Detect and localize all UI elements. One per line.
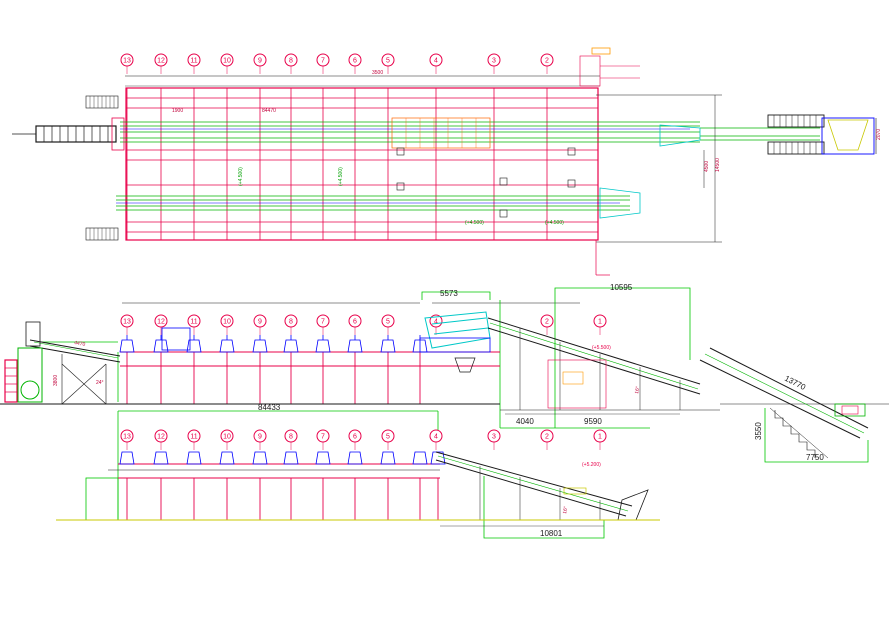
plan-axis-row: 13 12 11 10 9 8 7 6 5 4 3 2: [120, 53, 554, 74]
axis-label: 11: [190, 58, 197, 65]
plan-elev-c: (+4.500): [465, 220, 484, 226]
axis-label: 2: [545, 319, 549, 326]
axis-label: 11: [190, 319, 197, 326]
plan-dim-overall: 84470: [262, 108, 276, 114]
elevation-2-axis-row: 13 12 11 10 9 8 7 6 5 4 3 2 1: [120, 429, 607, 450]
axis-label: 5: [386, 58, 390, 65]
axis-label: 1: [598, 434, 602, 441]
elev2-dim-bottom: 10801: [540, 529, 563, 538]
axis-label: 5: [386, 434, 390, 441]
axis-label: 9: [258, 434, 262, 441]
axis-label: 13: [123, 58, 131, 65]
elev1-dim-b: 9590: [584, 417, 602, 426]
elev2-dim-overall: 84433: [258, 403, 281, 412]
axis-label: 3: [492, 58, 496, 65]
axis-label: 6: [353, 434, 357, 441]
axis-label: 8: [289, 319, 293, 326]
elev1-dim-top-left: 5573: [440, 289, 458, 298]
elev2-angle: 16°: [562, 506, 569, 514]
plan-elev-d: (+4.500): [545, 220, 564, 226]
axis-label: 7: [321, 434, 325, 441]
elev1-dim-incline: 4470: [74, 340, 86, 348]
elev1-dim-vertical-right: 3550: [754, 422, 763, 440]
elev1-dim-bottom-right: 7750: [806, 453, 824, 462]
axis-label: 12: [157, 58, 165, 65]
axis-label: 7: [321, 58, 325, 65]
plan-elev-a: (+4.500): [238, 167, 244, 186]
axis-label: 10: [223, 58, 231, 65]
plan-dim-vertical-inner: 4500: [704, 161, 710, 172]
axis-label: 9: [258, 319, 262, 326]
plan-dim-top: 3500: [372, 70, 383, 76]
axis-label: 4: [434, 319, 438, 326]
elev1-dim-conveyor: 13770: [783, 374, 807, 392]
elevation-2: 84433 10801 13 12 11 10 9 8 7 6 5 4 3 2 1 16° (+5.20…: [56, 403, 660, 539]
axis-label: 12: [157, 434, 165, 441]
axis-label: 13: [123, 434, 131, 441]
axis-label: 4: [434, 434, 438, 441]
axis-label: 5: [386, 319, 390, 326]
axis-label: 2: [545, 58, 549, 65]
axis-label: 10: [223, 434, 231, 441]
elev1-dim-height: 3800: [53, 375, 59, 386]
elev1-elev-mark: (+5.500): [592, 345, 611, 351]
axis-label: 13: [123, 319, 131, 326]
axis-label: 9: [258, 58, 262, 65]
plan-dim-vertical: 14500: [715, 158, 721, 172]
elev1-dim-top-right: 10595: [610, 283, 633, 292]
axis-label: 8: [289, 58, 293, 65]
elev1-angle-left: 24°: [96, 380, 104, 386]
axis-label: 6: [353, 319, 357, 326]
plan-view: 13 12 11 10 9 8 7 6 5 4 3 2 3500: [12, 47, 882, 276]
axis-label: 1: [598, 319, 602, 326]
axis-label: 6: [353, 58, 357, 65]
axis-label: 4: [434, 58, 438, 65]
elev2-elev-mark: (+5.200): [582, 462, 601, 468]
axis-label: 12: [157, 319, 165, 326]
axis-label: 10: [223, 319, 231, 326]
axis-label: 8: [289, 434, 293, 441]
axis-label: 11: [190, 434, 197, 441]
axis-label: 3: [492, 434, 496, 441]
plan-elev-b: (+4.500): [338, 167, 344, 186]
plan-dim-seg: 1900: [172, 108, 183, 114]
axis-label: 7: [321, 319, 325, 326]
plan-dim-right: 2070: [876, 129, 882, 140]
elev1-angle-mid: 16°: [634, 386, 641, 394]
axis-label: 2: [545, 434, 549, 441]
elev1-dim-a: 4040: [516, 417, 534, 426]
elevation-1-axis-row: 13 12 11 10 9 8 7 6 5 4 2 1: [120, 314, 607, 335]
